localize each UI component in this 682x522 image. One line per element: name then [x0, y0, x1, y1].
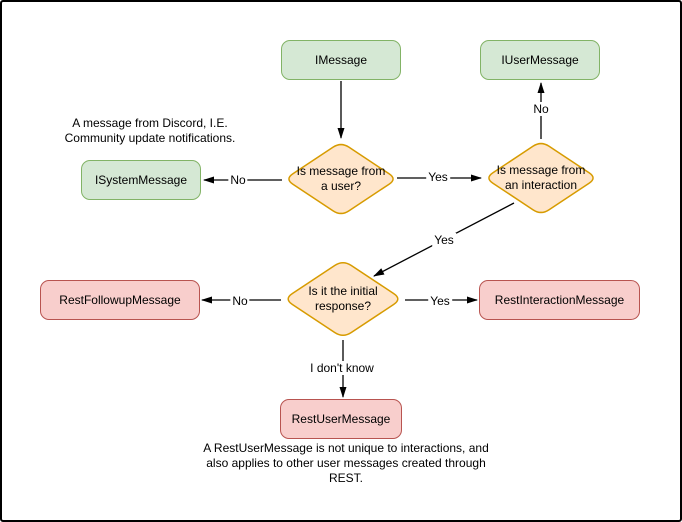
edge-label-initial-response-yes: Yes — [428, 294, 452, 308]
decision-label: Is message from an interaction — [496, 163, 586, 192]
node-imessage: IMessage — [281, 40, 401, 80]
node-restinteractionmessage: RestInteractionMessage — [479, 280, 640, 320]
decision-is-message-from-user: Is message from a user? — [284, 141, 398, 217]
note-system-message: A message from Discord, I.E. Community u… — [64, 116, 236, 146]
edge-label-initial-response-no: No — [230, 294, 250, 308]
edge-label-from-interaction-yes: Yes — [432, 233, 456, 247]
node-isystemmessage: ISystemMessage — [81, 160, 201, 200]
decision-label: Is message from a user? — [296, 164, 386, 193]
edge-label-from-user-no: No — [228, 173, 248, 187]
edge-label-from-user-yes: Yes — [426, 170, 450, 184]
decision-is-message-from-interaction: Is message from an interaction — [484, 140, 598, 216]
edge-label-from-interaction-no: No — [531, 102, 551, 116]
edge-label-initial-response-unknown: I don't know — [308, 361, 376, 375]
node-restfollowupmessage: RestFollowupMessage — [40, 280, 200, 320]
note-rest-user-message: A RestUserMessage is not unique to inter… — [203, 441, 489, 486]
node-restusermessage: RestUserMessage — [280, 399, 402, 439]
diamond-shape — [283, 259, 403, 339]
decision-is-initial-response: Is it the initial response? — [283, 259, 403, 339]
node-iusermessage: IUserMessage — [480, 40, 600, 80]
diamond-shape — [484, 140, 598, 216]
diamond-shape — [284, 141, 398, 217]
decision-label: Is it the initial response? — [308, 284, 378, 313]
